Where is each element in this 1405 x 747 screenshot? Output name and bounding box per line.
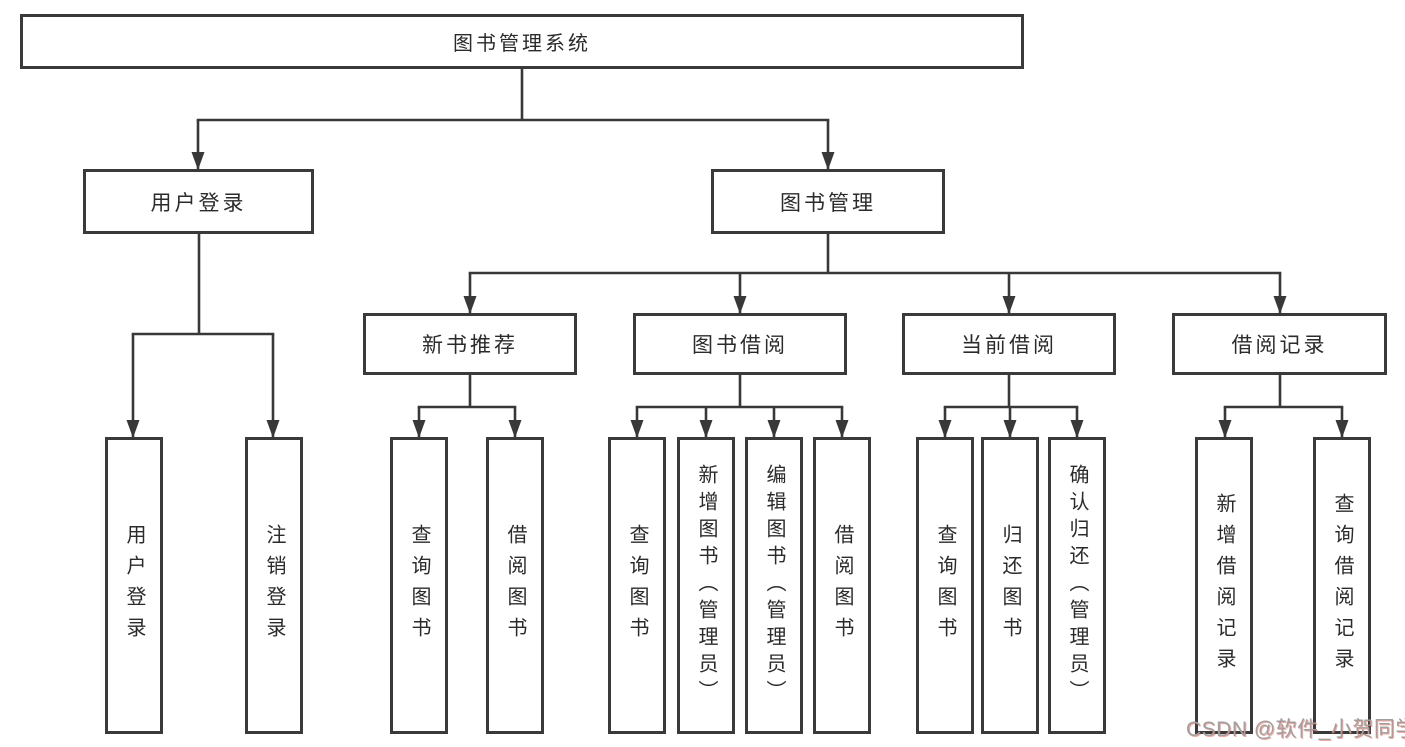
node-book-management: 图书管理: [711, 169, 945, 234]
leaf-confirm-return-admin-label: 确认归还（管理员）: [1066, 464, 1088, 707]
leaf-query-borrow-record: 查询借阅记录: [1313, 437, 1371, 734]
node-borrow-records: 借阅记录: [1172, 313, 1387, 375]
leaf-return-books-label: 归还图书: [999, 523, 1021, 648]
node-book-management-label: 图书管理: [780, 191, 876, 215]
node-current-borrow: 当前借阅: [902, 313, 1116, 375]
leaf-query-books-recommend-label: 查询图书: [408, 523, 430, 648]
leaf-query-books-current-label: 查询图书: [934, 523, 956, 648]
leaf-user-login: 用户登录: [105, 437, 163, 734]
leaf-borrow-books-recommend: 借阅图书: [486, 437, 544, 734]
node-book-borrow-label: 图书借阅: [692, 334, 788, 357]
leaf-add-books-admin: 新增图书（管理员）: [677, 437, 735, 734]
node-new-book-recommend-label: 新书推荐: [422, 334, 518, 357]
leaf-borrow-books-label: 借阅图书: [831, 523, 853, 648]
node-new-book-recommend: 新书推荐: [363, 313, 577, 375]
node-current-borrow-label: 当前借阅: [961, 334, 1057, 357]
node-book-borrow: 图书借阅: [633, 313, 847, 375]
leaf-query-borrow-record-label: 查询借阅记录: [1331, 492, 1353, 679]
leaf-logout: 注销登录: [245, 437, 303, 734]
node-user-login-label: 用户登录: [150, 191, 247, 215]
leaf-edit-books-admin: 编辑图书（管理员）: [745, 437, 803, 734]
leaf-borrow-books: 借阅图书: [813, 437, 871, 734]
leaf-return-books: 归还图书: [981, 437, 1039, 734]
leaf-add-books-admin-label: 新增图书（管理员）: [695, 464, 717, 707]
leaf-user-login-label: 用户登录: [123, 523, 145, 648]
leaf-query-books-recommend: 查询图书: [390, 437, 448, 734]
leaf-add-borrow-record-label: 新增借阅记录: [1213, 492, 1235, 679]
leaf-query-books-current: 查询图书: [916, 437, 974, 734]
leaf-borrow-books-recommend-label: 借阅图书: [504, 523, 526, 648]
leaf-query-books-borrow-label: 查询图书: [626, 523, 648, 648]
node-root: 图书管理系统: [20, 14, 1024, 69]
node-user-login: 用户登录: [83, 169, 314, 234]
csdn-watermark: CSDN @软件_小贺同学: [1186, 718, 1405, 741]
node-borrow-records-label: 借阅记录: [1231, 334, 1328, 357]
leaf-confirm-return-admin: 确认归还（管理员）: [1048, 437, 1106, 734]
leaf-query-books-borrow: 查询图书: [608, 437, 666, 734]
node-root-label: 图书管理系统: [453, 33, 591, 55]
leaf-edit-books-admin-label: 编辑图书（管理员）: [763, 464, 785, 707]
leaf-logout-label: 注销登录: [263, 523, 285, 648]
leaf-add-borrow-record: 新增借阅记录: [1195, 437, 1253, 734]
